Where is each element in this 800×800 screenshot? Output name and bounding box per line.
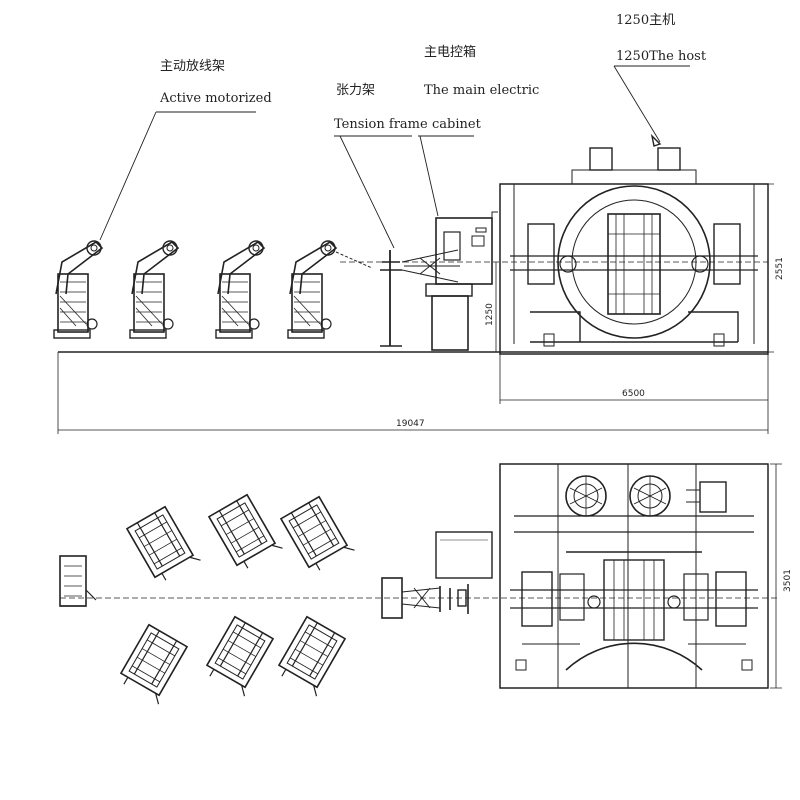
host-label-en: 1250The host bbox=[616, 49, 707, 64]
dim-host-length-text: 6500 bbox=[622, 389, 645, 399]
cable-from-payoff bbox=[335, 251, 373, 269]
payoff-plan-1 bbox=[126, 503, 202, 585]
payoff-plan-5 bbox=[202, 615, 278, 697]
leader-cabinet bbox=[418, 135, 474, 217]
leader-tension bbox=[334, 135, 412, 249]
host-machine-side bbox=[499, 147, 769, 355]
dim-center-height: 1250 bbox=[485, 262, 497, 352]
payoff-plan-6 bbox=[274, 615, 350, 697]
electric-cabinet-plan bbox=[435, 531, 493, 579]
payoff-plan-2 bbox=[208, 491, 284, 573]
host-machine-plan bbox=[499, 463, 769, 689]
tension-frame-side bbox=[380, 249, 460, 347]
payoff-stand-2 bbox=[129, 240, 179, 339]
payoff-stand-3 bbox=[215, 240, 265, 339]
cabinet-label-cn: 主电控箱 bbox=[424, 44, 476, 60]
payoff-plan-3 bbox=[280, 493, 356, 575]
cabinet-label-en-2: cabinet bbox=[432, 117, 482, 132]
payoff-plan-small bbox=[59, 555, 97, 607]
dim-host-length: 6500 bbox=[499, 352, 769, 404]
payoff-stand-1 bbox=[53, 240, 103, 339]
leader-host bbox=[613, 65, 690, 143]
dim-center-height-text: 1250 bbox=[485, 303, 495, 326]
dim-total-length: 19047 bbox=[57, 352, 769, 434]
dim-total-length-text: 19047 bbox=[396, 419, 425, 429]
tension-label-en: Tension frame bbox=[334, 117, 428, 132]
payoff-stand-4 bbox=[287, 240, 337, 339]
electric-cabinet-side bbox=[425, 211, 498, 351]
dim-plan-width-text: 3501 bbox=[783, 569, 793, 592]
leader-payoff bbox=[99, 111, 256, 241]
cabinet-label-en-1: The main electric bbox=[424, 83, 539, 98]
payoff-label-cn: 主动放线架 bbox=[160, 59, 225, 74]
host-label-cn: 1250主机 bbox=[616, 13, 675, 28]
payoff-label-en: Active motorized bbox=[159, 91, 272, 106]
dim-host-height-text: 2551 bbox=[775, 257, 785, 280]
tension-frame-plan bbox=[381, 577, 469, 619]
dim-host-height: 2551 bbox=[762, 183, 785, 353]
payoff-plan-4 bbox=[116, 623, 192, 705]
dim-plan-width: 3501 bbox=[770, 463, 793, 689]
leader-host-arrow bbox=[650, 133, 662, 147]
tension-label-cn: 张力架 bbox=[336, 83, 375, 98]
